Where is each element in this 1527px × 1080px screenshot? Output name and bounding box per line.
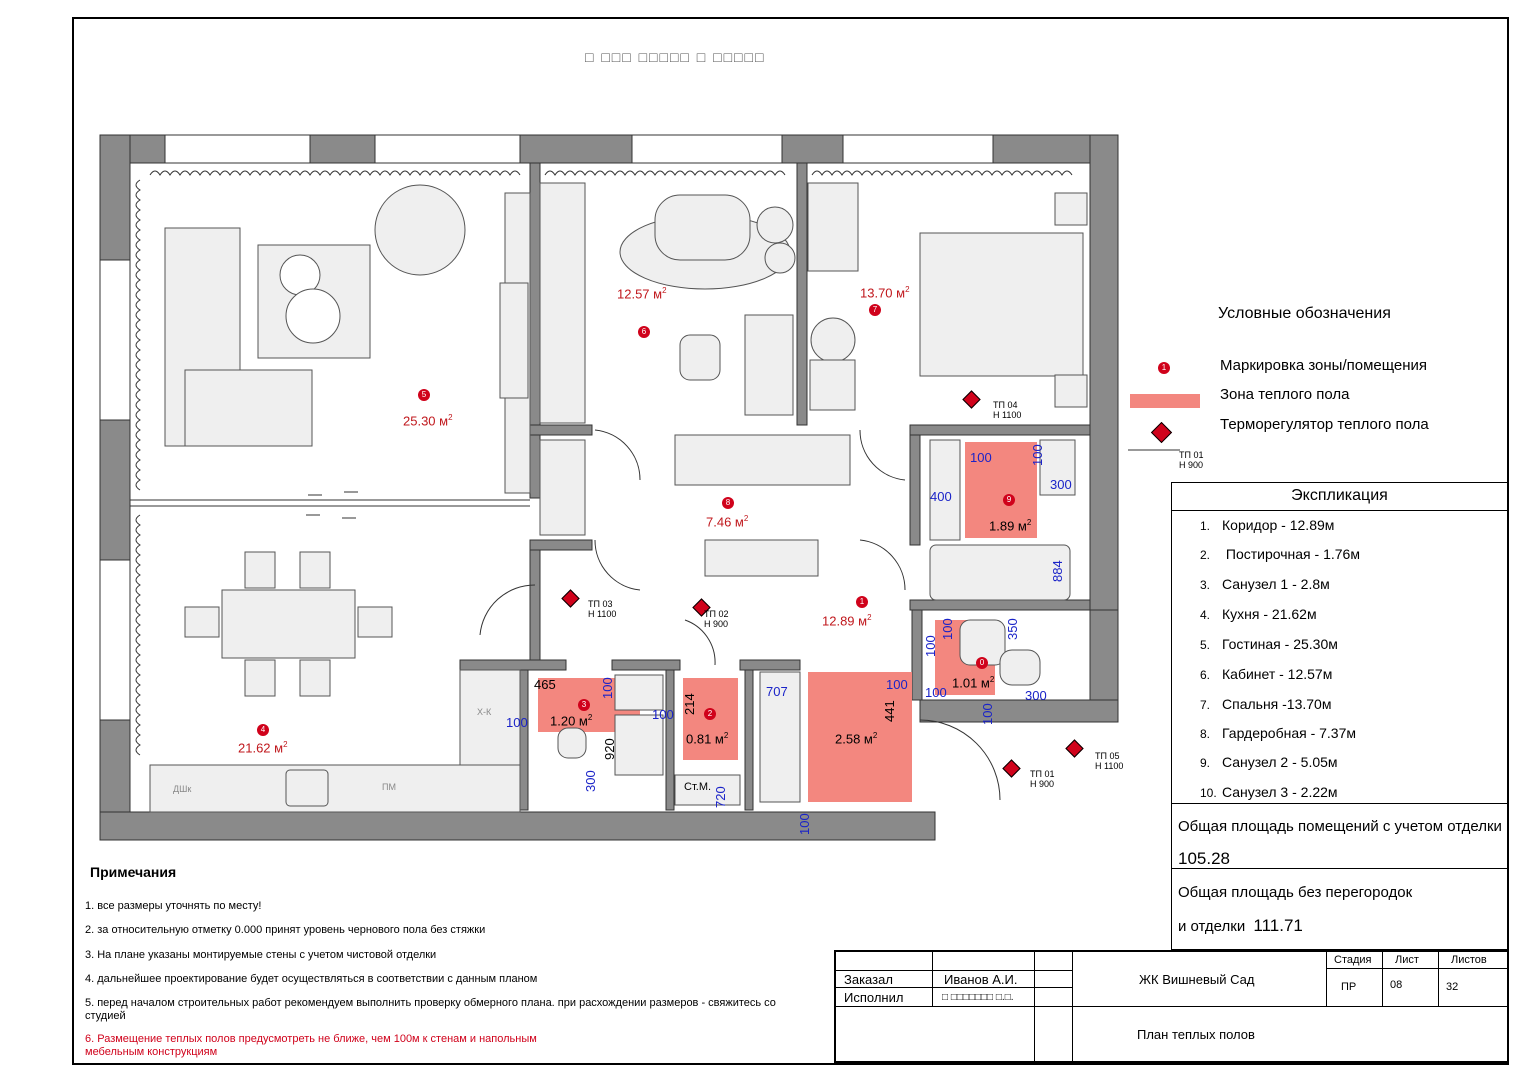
stamp-stage-value: ПР (1341, 981, 1357, 993)
explication-item: 6.Кабинет - 12.57м (1200, 666, 1333, 682)
stamp-ordered-value: Иванов А.И. (944, 972, 1018, 987)
note-item: 3. На плане указаны монтируемые стены с … (85, 949, 437, 961)
explication-item: 1.Коридор - 12.89м (1200, 517, 1335, 533)
dimension-label: 100 (1030, 444, 1045, 466)
legend-title: Условные обозначения (1218, 305, 1391, 322)
explication-item: 8.Гардеробная - 7.37м (1200, 725, 1357, 741)
note-item: 1. все размеры уточнять по месту! (85, 900, 262, 912)
title-block: Заказал Иванов А.И. Исполнил □ □□□□□□□ □… (834, 950, 1509, 1063)
dimension-label: 100 (925, 685, 947, 700)
stamp-performed-value: □ □□□□□□□ □.□. (942, 992, 1014, 1003)
header-text: □ □□□ □□□□□ □ □□□□□ (585, 49, 766, 65)
explication-item: 3.Санузел 1 - 2.8м (1200, 576, 1330, 592)
room-area: 1.89 м2 (989, 518, 1032, 534)
totals-block: Общая площадь помещений с учетом отделки… (1171, 804, 1508, 950)
note-item: 4. дальнейшее проектирование будет осуще… (85, 973, 538, 985)
room-area: 21.62 м2 (238, 740, 288, 756)
total-with-finish-value: 105.28 (1178, 849, 1230, 868)
room-badge: 3 (578, 699, 590, 711)
dimension-label: 400 (930, 489, 952, 504)
fixture-dishwasher-label: ДШк (173, 784, 192, 794)
room-badge: 7 (869, 304, 881, 316)
legend-thermostat: Терморегулятор теплого пола (1220, 416, 1429, 433)
stamp-sheet-value: 08 (1390, 979, 1403, 991)
room-area: 1.01 м2 (952, 675, 995, 691)
dimension-label: 441 (882, 700, 897, 722)
room-badge: 1 (856, 596, 868, 608)
note-item: 5. перед началом строительных работ реко… (85, 997, 776, 1022)
dimension-label: 100 (980, 703, 995, 725)
stamp-performed-label: Исполнил (844, 990, 904, 1005)
room-badge: 9 (1003, 494, 1015, 506)
notes-title: Примечания (90, 864, 177, 880)
room-badge: 6 (638, 326, 650, 338)
explication-table: Экспликация 1.Коридор - 12.89м 2. Постир… (1171, 482, 1508, 804)
explication-item: 2. Постирочная - 1.76м (1200, 546, 1360, 562)
dimension-label: 100 (970, 450, 992, 465)
dimension-label: 100 (886, 677, 908, 692)
room-area: 25.30 м2 (403, 413, 453, 429)
explication-item: 4.Кухня - 21.62м (1200, 606, 1317, 622)
note-item: 2. за относительную отметку 0.000 принят… (85, 924, 486, 936)
room-badge: 5 (418, 389, 430, 401)
dimension-label: 300 (583, 770, 598, 792)
room-badge: 4 (257, 724, 269, 736)
stamp-sheets-label: Листов (1451, 954, 1487, 966)
room-badge: 8 (722, 497, 734, 509)
total-without-label: Общая площадь без перегородок (1178, 884, 1413, 901)
stamp-project: ЖК Вишневый Сад (1139, 972, 1255, 987)
dimension-label: 100 (506, 715, 528, 730)
room-area: 12.57 м2 (617, 286, 667, 302)
dimension-label: 920 (602, 738, 617, 760)
dimension-label: 300 (1025, 688, 1047, 703)
dimension-label: 100 (652, 707, 674, 722)
dimension-label: 100 (923, 635, 938, 657)
total-without-label-2: и отделки 111.71 (1178, 916, 1303, 935)
explication-item: 9.Санузел 2 - 5.05м (1200, 754, 1338, 770)
stamp-sheet-label: Лист (1395, 954, 1419, 966)
dimension-label: 465 (534, 677, 556, 692)
fixture-xk-label: Х-К (477, 707, 492, 717)
legend-zone-badge: 1 (1158, 362, 1170, 374)
dimension-label: 100 (600, 677, 615, 699)
dimension-label: 100 (797, 813, 812, 835)
dimension-label: 100 (940, 618, 955, 640)
room-area: 2.58 м2 (835, 731, 878, 747)
dimension-label: 884 (1050, 560, 1065, 582)
room-area: 1.20 м2 (550, 713, 593, 729)
stamp-ordered-label: Заказал (844, 972, 893, 987)
room-badge: 2 (704, 708, 716, 720)
room-badge: 0 (976, 657, 988, 669)
room-area: 7.46 м2 (706, 514, 749, 530)
dimension-label: 350 (1005, 618, 1020, 640)
stamp-stage-label: Стадия (1334, 954, 1372, 966)
legend-zone-marker: Маркировка зоны/помещения (1220, 357, 1428, 374)
stamp-sheet-title: План теплых полов (1137, 1027, 1255, 1042)
dimension-label: 300 (1050, 477, 1072, 492)
fixture-stm-label: Ст.М. (684, 781, 712, 793)
dimension-label: 720 (713, 786, 728, 808)
explication-title: Экспликация (1172, 483, 1507, 511)
total-with-finish-label: Общая площадь помещений с учетом отделки (1178, 818, 1502, 835)
note-warning: 6. Размещение теплых полов предусмотреть… (85, 1033, 537, 1058)
dimension-label: 214 (682, 693, 697, 715)
fixture-pm-label: ПМ (382, 782, 396, 792)
legend-heated-floor: Зона теплого пола (1220, 386, 1350, 403)
room-area: 13.70 м2 (860, 285, 910, 301)
explication-item: 5.Гостиная - 25.30м (1200, 636, 1338, 652)
explication-item: 7.Спальня -13.70м (1200, 696, 1332, 712)
stamp-sheets-value: 32 (1446, 981, 1459, 993)
explication-item: 10.Санузел 3 - 2.22м (1200, 784, 1338, 800)
room-area: 0.81 м2 (686, 731, 729, 747)
dimension-label: 707 (766, 684, 788, 699)
drawing-frame (72, 17, 1509, 1065)
room-area: 12.89 м2 (822, 613, 872, 629)
